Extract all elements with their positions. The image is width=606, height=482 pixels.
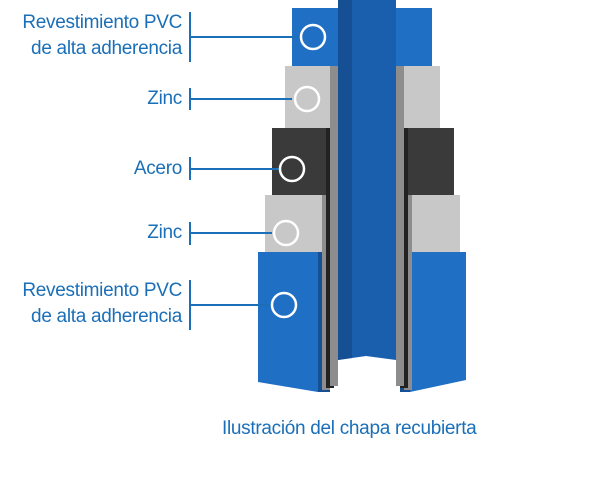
- label-pvc-top-line1: Revestimiento PVC: [22, 12, 182, 33]
- callout-acero-icon: [278, 155, 306, 183]
- inner-channel: [338, 0, 396, 360]
- inner-channel-shade: [338, 0, 352, 360]
- callout-pvc-bottom-icon: [270, 291, 298, 319]
- zinc-bottom-layer-right: [412, 195, 460, 252]
- pvc-bottom-layer-left: [258, 252, 318, 392]
- label-pvc-bottom-line1: Revestimiento PVC: [22, 280, 182, 301]
- callout-pvc-top-icon: [299, 23, 327, 51]
- label-pvc-bottom: Revestimiento PVC de alta adherencia: [22, 278, 182, 330]
- zinc-top-layer-right-side: [396, 66, 404, 386]
- callout-zinc-bottom-icon: [272, 219, 300, 247]
- steel-layer-left: [272, 128, 326, 195]
- diagram-caption: Ilustración del chapa recubierta: [222, 418, 477, 439]
- label-zinc-bottom: Zinc: [147, 222, 182, 243]
- zinc-top-layer-left: [285, 66, 330, 128]
- label-pvc-top-line2: de alta adherencia: [31, 38, 182, 59]
- pvc-top-layer-right: [396, 8, 432, 66]
- steel-layer-right: [408, 128, 454, 195]
- label-pvc-top: Revestimiento PVC de alta adherencia: [22, 10, 182, 62]
- zinc-top-layer-right: [404, 66, 440, 128]
- label-zinc-top: Zinc: [147, 88, 182, 109]
- callout-zinc-top-icon: [293, 85, 321, 113]
- label-pvc-bottom-line2: de alta adherencia: [31, 306, 182, 327]
- pvc-top-layer-left: [292, 8, 338, 66]
- label-acero: Acero: [133, 158, 182, 179]
- zinc-top-layer-left-side: [330, 66, 338, 386]
- callout-leaders: [189, 12, 299, 330]
- pvc-bottom-layer-right: [410, 252, 466, 392]
